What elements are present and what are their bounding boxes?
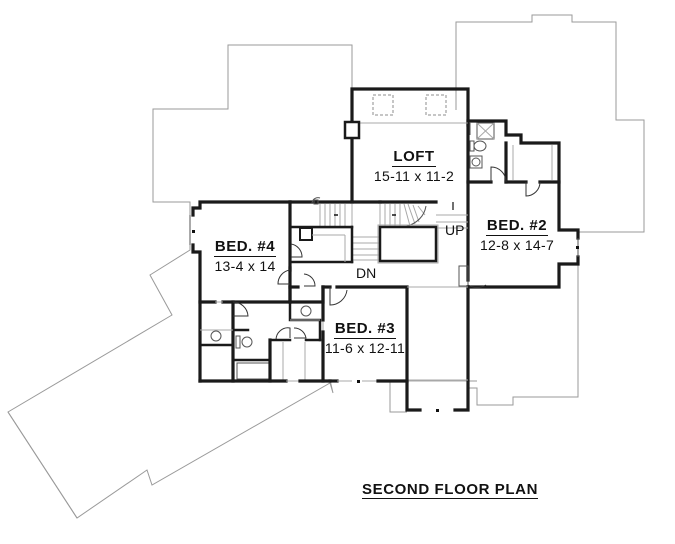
loft-walls (343, 87, 470, 282)
stair-treads (319, 203, 468, 261)
room-dimensions: 15-11 x 11-2 (373, 168, 455, 184)
door-swing-icon (467, 267, 487, 288)
bed4-walls (189, 200, 292, 383)
door-swing-icon (490, 166, 507, 183)
roof-outline-right (455, 14, 645, 406)
toilet-icon (473, 140, 487, 152)
column (343, 120, 361, 140)
room-name: BED. #3 (333, 320, 397, 339)
room-label-bed2: BED. #2 12-8 x 14-7 (472, 217, 562, 254)
door-swing-icon (290, 243, 303, 258)
room-dimensions: 13-4 x 14 (214, 258, 276, 274)
door-swing-icon (277, 269, 291, 285)
room-dimensions: 12-8 x 14-7 (479, 237, 555, 253)
stair-up-label: UP (445, 222, 465, 238)
door-swing-icon (293, 327, 307, 339)
skylight-icon (372, 94, 394, 116)
door-swing-icon (525, 181, 541, 197)
room-label-bed3: BED. #3 11-6 x 12-11 (322, 320, 408, 357)
room-dimensions: 11-6 x 12-11 (324, 340, 406, 356)
toilet-icon (241, 336, 253, 348)
sink-icon (210, 330, 222, 342)
door-swing-icon (232, 301, 249, 317)
bed2-walls (458, 119, 580, 289)
sink-icon (300, 305, 312, 317)
room-label-loft: LOFT 15-11 x 11-2 (364, 148, 464, 185)
plan-title: SECOND FLOOR PLAN (362, 481, 539, 499)
tub-icon (236, 362, 271, 380)
room-label-bed4: BED. #4 13-4 x 14 (205, 238, 285, 275)
door-swing-icon (303, 273, 316, 287)
garage-roof-outline (389, 380, 477, 413)
room-name: LOFT (392, 148, 436, 167)
bed3-walls (321, 285, 409, 383)
stair-hall (288, 197, 468, 289)
skylight-icon (425, 94, 447, 116)
door-swing-icon (275, 327, 291, 341)
sink-icon (471, 157, 481, 167)
room-name: BED. #4 (213, 238, 277, 257)
garage-walls (405, 285, 470, 412)
roof-outline-left (7, 44, 353, 519)
room-name: BED. #2 (485, 217, 549, 236)
shower-icon (476, 122, 495, 140)
door-swing-icon (329, 287, 348, 306)
stair-down-label: DN (356, 265, 377, 281)
